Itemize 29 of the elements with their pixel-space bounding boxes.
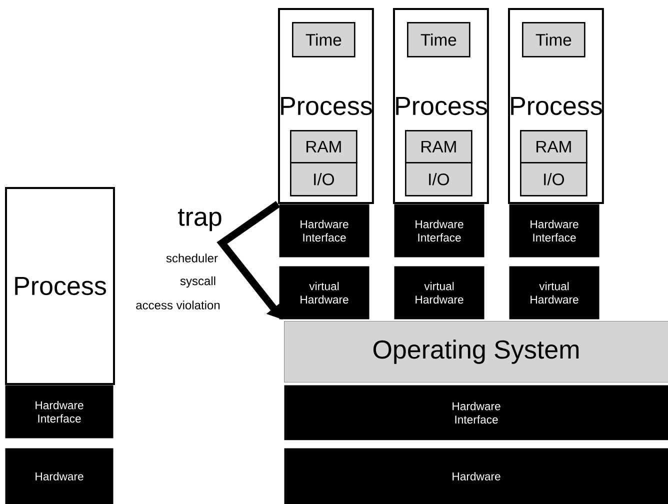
hardware-box: Hardware Interface <box>284 385 668 440</box>
hardware-box: Hardware Interface <box>5 385 114 438</box>
annotation-text: syscall <box>180 276 216 288</box>
node-label: Hardware Interface <box>300 220 348 242</box>
resource-box: Time <box>292 22 356 58</box>
hardware-box: virtual Hardware <box>394 266 484 320</box>
hardware-box: virtual Hardware <box>279 266 370 320</box>
hardware-box: Hardware <box>284 448 668 504</box>
resource-box: Time <box>522 22 586 58</box>
hardware-box: Hardware Interface <box>509 204 600 258</box>
resource-box: I/O <box>290 162 358 196</box>
hardware-box: virtual Hardware <box>509 266 600 320</box>
hardware-box: Hardware <box>5 448 114 504</box>
hardware-box: Hardware Interface <box>279 204 370 258</box>
hardware-box: Hardware Interface <box>394 204 484 258</box>
resource-box: Time <box>407 22 470 58</box>
process-box: Process <box>5 187 115 385</box>
node-label: Hardware Interface <box>36 400 84 423</box>
trap-label: trap <box>178 208 222 232</box>
annotation-text: access violation <box>136 300 220 310</box>
resource-box: RAM <box>520 130 588 164</box>
annotation-text: scheduler <box>166 254 218 262</box>
resource-box: I/O <box>405 162 472 196</box>
resource-box: RAM <box>405 130 472 164</box>
resource-box: I/O <box>520 162 588 196</box>
node-label: Hardware Interface <box>530 220 578 242</box>
resource-box: RAM <box>290 130 358 164</box>
os-box: Operating System <box>284 321 668 383</box>
node-label: Hardware Interface <box>416 220 464 242</box>
